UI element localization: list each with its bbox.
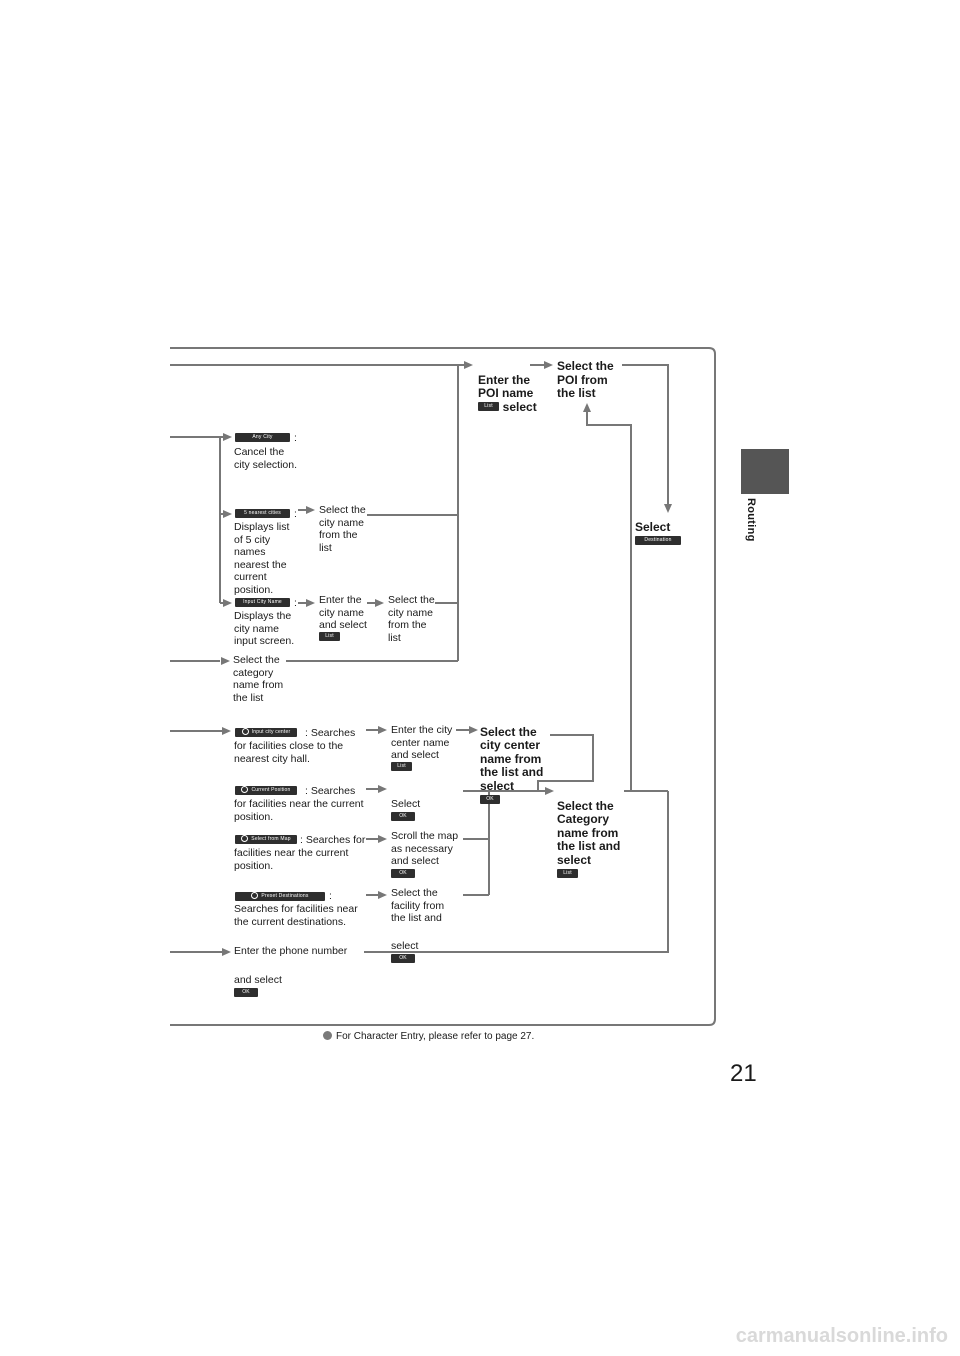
from-map-tail: : Searches for [300,834,366,846]
arrowhead [222,727,231,735]
node-select-city-center: Select the city center name from the lis… [480,712,543,807]
nearest-description: Displays list of 5 city names nearest th… [234,521,290,596]
select-from-map-label: Select from Map [251,836,291,842]
arrowhead [223,433,232,441]
node-select-category-2: Select the Category name from the list a… [557,786,620,881]
arrowhead [378,835,387,843]
input-city-center-label: Input city center [251,729,291,735]
current-pos-description: for facilities near the current position… [234,798,364,823]
line-phone-out [364,791,669,953]
arrowhead [378,785,387,793]
preset-description: Searches for facilities near the current… [234,903,358,928]
any-city-description: Cancel the city selection. [234,446,298,471]
footnote: For Character Entry, please refer to pag… [323,1031,534,1042]
preset-destinations-label: Preset Destinations [261,893,309,899]
preset-destinations-button[interactable]: Preset Destinations [235,892,325,901]
footnote-text: For Character Entry, please refer to pag… [336,1031,535,1042]
nearest-colon: : [294,508,297,520]
ok-button[interactable]: OK [234,987,258,997]
input-city-colon: : [294,597,297,609]
node-select-city-1: Select the city name from the list [319,504,366,554]
arrowhead [221,657,230,665]
arrowhead [464,361,473,369]
arrowhead [664,504,672,513]
bullet-icon [323,1031,332,1040]
line-poi-to-destination [622,364,669,505]
arrowhead [544,361,553,369]
section-tab [741,449,789,494]
watermark: carmanualsonline.info [735,1325,948,1347]
map-icon [241,835,249,843]
ok-button[interactable]: OK [391,953,415,963]
node-enter-phone-tail: and select OK [234,961,282,999]
node-select-facility-tail: select OK [391,927,418,965]
arrowhead [306,506,315,514]
select-word: Select [391,797,421,810]
node-select-city-2: Select the city name from the list [388,594,435,644]
arrowhead [378,891,387,899]
nearest-cities-button[interactable]: 5 nearest cities [235,509,290,518]
select-word: Select [635,519,671,534]
ok-button[interactable]: OK [391,869,415,878]
line-select-poi-return [586,412,632,791]
list-button[interactable]: List [557,869,578,879]
from-map-description: facilities near the current position. [234,847,349,872]
section-tab-label: Routing [745,498,757,542]
arrowhead [223,599,232,607]
current-position-label: Current Position [251,787,291,793]
panel-frame [170,347,716,1026]
input-city-name-button[interactable]: Input City Name [235,598,290,607]
arrowhead [375,599,384,607]
arrowhead [223,510,232,518]
arrowhead [222,948,231,956]
list-button[interactable]: List [319,632,340,641]
arrowhead [545,787,554,795]
node-select-facility: Select the facility from the list and [391,887,445,924]
ok-button[interactable]: OK [391,811,415,821]
page-number: 21 [730,1060,757,1087]
select-word: and select [234,973,282,986]
any-city-button[interactable]: Any City [235,433,290,442]
arrowhead [583,403,591,412]
any-city-colon: : [294,432,297,444]
flag-icon [251,892,259,900]
node-select-destination: Select Destination [635,507,681,548]
arrowhead [469,726,478,734]
node-select-poi: Select the POI from the list [557,359,614,400]
city-center-description: for facilities close to the nearest city… [234,740,344,765]
node-scroll-map: Scroll the map as necessary and select [391,830,459,867]
node-select-city-center-text: Select the city center name from the lis… [480,724,544,793]
select-from-map-button[interactable]: Select from Map [235,835,297,844]
city-center-tail: : Searches [305,727,356,739]
node-select-category: Select the category name from the list [233,654,284,704]
arrowhead [378,726,387,734]
node-select-category-2-text: Select the Category name from the list a… [557,798,621,867]
list-button[interactable]: List [478,402,499,411]
list-button[interactable]: List [391,762,412,771]
node-enter-city-name: Enter the city name and select [319,594,367,631]
line-select-center-out [537,734,594,791]
input-city-description: Displays the city name input screen. [234,610,295,647]
node-enter-city-center: Enter the city center name and select [391,724,453,761]
hand-icon [241,728,249,736]
home-icon [241,786,249,794]
current-pos-tail: : Searches [305,785,356,797]
input-city-center-button[interactable]: Input city center [235,728,297,737]
preset-colon: : [329,890,332,902]
destination-button[interactable]: Destination [635,536,681,546]
current-position-button[interactable]: Current Position [235,786,297,795]
select-word: select [391,939,419,952]
node-enter-phone: Enter the phone number [234,945,348,957]
node-select-ok: Select OK [391,785,420,823]
ok-button[interactable]: OK [480,795,500,805]
arrowhead [306,599,315,607]
